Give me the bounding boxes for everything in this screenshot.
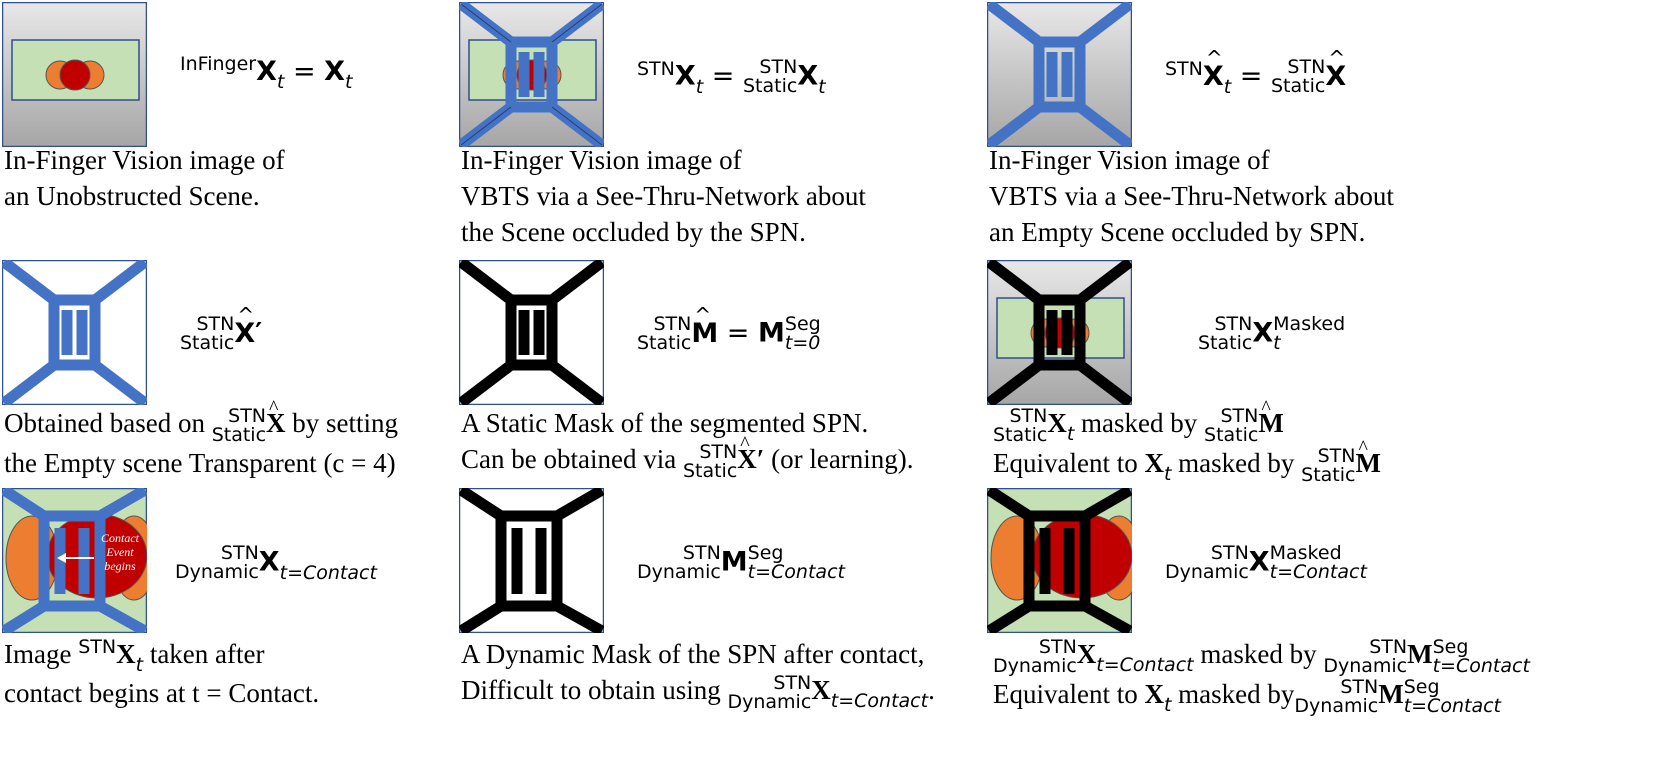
caption-dynamic-contact: Image STNXt taken after contact begins a… <box>4 636 320 708</box>
formula-infinger: InFingerXt = Xt <box>180 53 353 93</box>
image-stn-occluded-scene <box>459 2 604 147</box>
annotation-begins: begins <box>104 559 136 573</box>
caption-stn-occluded: In-Finger Vision image of VBTS via a See… <box>461 145 866 247</box>
annotation-event: Event <box>105 545 134 559</box>
image-transparent-spn <box>2 260 147 405</box>
image-dynamic-contact: Contact Event begins <box>2 488 147 633</box>
image-unobstructed-scene <box>2 2 147 147</box>
image-static-mask <box>459 260 604 405</box>
caption-dynamic-mask: A Dynamic Mask of the SPN after contact,… <box>461 639 935 713</box>
image-dynamic-masked <box>987 488 1132 633</box>
image-dynamic-mask <box>459 488 604 633</box>
annotation-contact: Contact <box>101 531 140 545</box>
image-static-masked <box>987 260 1132 405</box>
caption-unobstructed: In-Finger Vision image of an Unobstructe… <box>4 145 285 211</box>
caption-static-mask: A Static Mask of the segmented SPN. Can … <box>461 405 914 481</box>
caption-stn-empty: In-Finger Vision image of VBTS via a See… <box>989 145 1394 247</box>
image-stn-empty-scene <box>987 2 1132 147</box>
